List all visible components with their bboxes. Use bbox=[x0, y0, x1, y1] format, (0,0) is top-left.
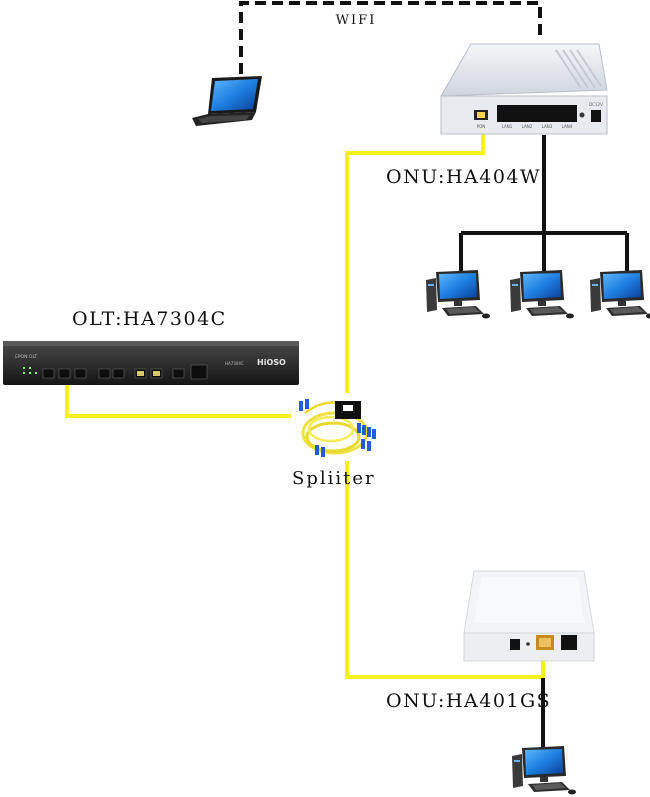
olt-chassis-icon: EPON OLT HA7304C HiOSO bbox=[3, 341, 299, 385]
olt-label: OLT:HA7304C bbox=[72, 308, 227, 330]
onu-port-label: LAN3 bbox=[542, 124, 553, 129]
olt-small-label: EPON OLT bbox=[15, 354, 37, 360]
desktop-computer-icon bbox=[510, 270, 574, 319]
onu-router-icon bbox=[463, 570, 595, 662]
fiber-splitter-to-onu-top bbox=[345, 122, 485, 398]
onu-top-label: ONU:HA404W bbox=[386, 166, 541, 188]
desktop-computer-icon bbox=[426, 270, 490, 319]
fiber-olt-to-splitter bbox=[65, 385, 300, 418]
desktop-computer-icon bbox=[512, 746, 576, 795]
olt-model-label: HA7304C bbox=[225, 361, 244, 366]
onu-port-label: LAN4 bbox=[562, 124, 573, 129]
onu-port-label: LAN2 bbox=[522, 124, 533, 129]
onu-router-icon: PON LAN1 LAN2 LAN3 LAN4 DC12V bbox=[440, 43, 608, 135]
ethernet-tree-top bbox=[459, 135, 629, 278]
laptop-icon bbox=[192, 76, 262, 126]
splitter-label: Spliiter bbox=[292, 468, 376, 489]
desktop-computer-icon bbox=[590, 270, 650, 319]
fiber-splitter-icon bbox=[291, 393, 383, 461]
onu-port-label: PON bbox=[477, 124, 486, 129]
olt-brand-label: HiOSO bbox=[257, 358, 286, 367]
onu-port-label: LAN1 bbox=[502, 124, 513, 129]
onu-port-label: DC12V bbox=[589, 102, 603, 107]
onu-bottom-label: ONU:HA401GS bbox=[386, 690, 551, 712]
wifi-link bbox=[239, 1, 542, 108]
wifi-label: WIFI bbox=[336, 13, 377, 28]
